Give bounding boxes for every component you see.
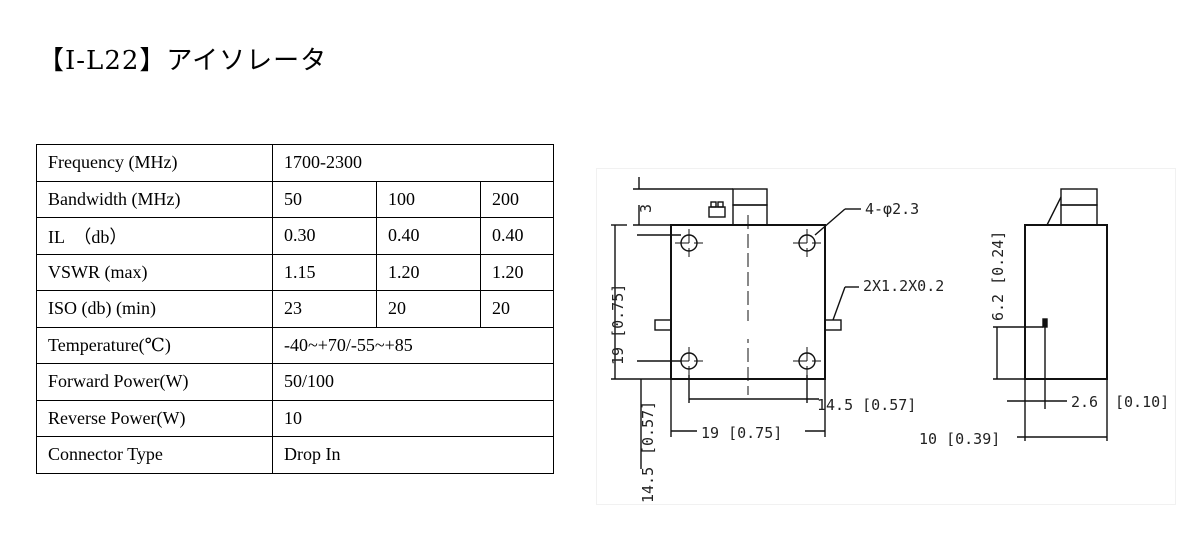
row-value: 50/100 [272,363,554,401]
table-row: VSWR (max) 1.15 1.20 1.20 [36,253,554,291]
row-label: Forward Power(W) [36,363,273,401]
spec-table: Frequency (MHz) 1700-2300 Bandwidth (MHz… [36,144,554,474]
hole-spacing-label: 14.5 [0.57] [817,396,916,414]
side-connector [1060,188,1098,206]
row-value: 50 [272,180,377,218]
row-label: ISO (db) (min) [36,290,273,328]
width-label: 19 [0.75] [701,424,782,442]
pin-2 [717,201,724,208]
table-row: Temperature(℃) -40~+70/-55~+85 [36,326,554,364]
table-row: Forward Power(W) 50/100 [36,363,554,401]
table-row: Reverse Power(W) 10 [36,399,554,437]
mechanical-drawing: 4-φ2.3 2X1.2X0.2 14.5 [0.57] 19 [0.75] 2… [596,168,1176,505]
row-value: 100 [376,180,481,218]
holes-label: 4-φ2.3 [865,200,919,218]
top-height-label: 3 [637,204,655,213]
side-tab [1042,318,1048,328]
height-label: 19 [0.75] [609,284,627,365]
tab-label: 2X1.2X0.2 [863,277,944,295]
table-row: Frequency (MHz) 1700-2300 [36,144,554,182]
row-label: Reverse Power(W) [36,399,273,437]
tab-offset-label: 2.6 [1071,393,1098,411]
row-value: 20 [480,290,554,328]
tab-right [824,319,842,331]
row-label: Temperature(℃) [36,326,273,364]
page-title: 【I-L22】アイソレータ [38,46,328,76]
row-value: 23 [272,290,377,328]
row-value: 0.40 [480,217,554,255]
vertical-spacing-mm-label: 14.5 [639,467,657,503]
drawing-svg: 4-φ2.3 2X1.2X0.2 14.5 [0.57] 19 [0.75] 2… [609,177,1169,503]
row-label: IL （db） [36,217,273,255]
row-value: Drop In [272,436,554,474]
table-row: ISO (db) (min) 23 20 20 [36,290,554,328]
pin-1 [710,201,717,208]
side-body [1024,224,1108,380]
table-row: Connector Type Drop In [36,436,554,474]
row-value: 1.20 [376,253,481,291]
table-row: Bandwidth (MHz) 50 100 200 [36,180,554,218]
small-terminal [708,206,726,218]
row-label: VSWR (max) [36,253,273,291]
vertical-spacing-label: [0.57] [639,401,657,455]
tab-left [654,319,672,331]
row-label: Bandwidth (MHz) [36,180,273,218]
side-connector-base [1060,204,1098,226]
side-height-label: 6.2 [0.24] [989,231,1007,321]
top-connector-base [732,204,768,226]
table-row: IL （db） 0.30 0.40 0.40 [36,217,554,255]
top-connector [732,188,768,206]
row-value: 0.40 [376,217,481,255]
row-value: -40~+70/-55~+85 [272,326,554,364]
row-value: 1.20 [480,253,554,291]
row-value: 10 [272,399,554,437]
row-value: 0.30 [272,217,377,255]
tab-offset-inch-label: [0.10] [1115,393,1169,411]
row-value: 200 [480,180,554,218]
row-value: 1700-2300 [272,144,554,182]
row-value: 20 [376,290,481,328]
depth-label: 10 [0.39] [919,430,1000,448]
row-value: 1.15 [272,253,377,291]
row-label: Frequency (MHz) [36,144,273,182]
row-label: Connector Type [36,436,273,474]
